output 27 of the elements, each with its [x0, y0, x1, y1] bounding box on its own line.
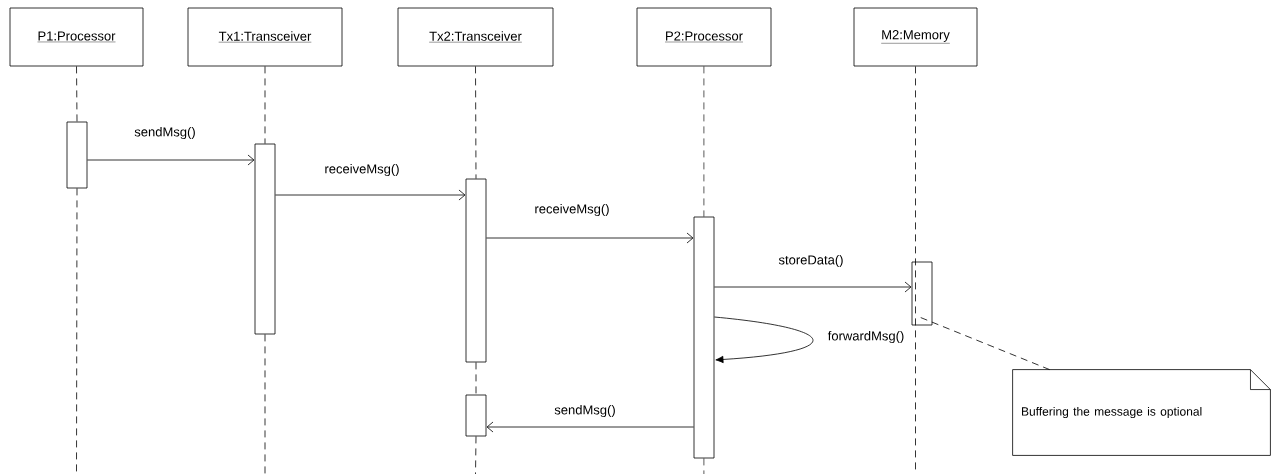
message-arrow	[87, 154, 255, 166]
activation-bar	[911, 261, 933, 326]
activation-bar	[66, 121, 88, 189]
activation-bar	[693, 216, 715, 459]
lifeline-header: M2:Memory	[853, 7, 978, 67]
message-label: receiveMsg()	[533, 202, 611, 218]
lifeline-header: Tx2:Transceiver	[397, 7, 554, 67]
lifeline-header: Tx1:Transceiver	[187, 7, 343, 67]
message-label: receiveMsg()	[323, 162, 401, 178]
message-label: forwardMsg()	[826, 329, 906, 345]
lifeline-header: P1:Processor	[9, 7, 144, 67]
message-label: sendMsg()	[133, 125, 197, 141]
activation-bar	[465, 394, 487, 437]
message-arrow	[486, 421, 694, 433]
message-label: sendMsg()	[553, 403, 617, 419]
activation-bar	[465, 178, 487, 363]
lifeline	[703, 66, 705, 474]
message-label: storeData()	[777, 253, 845, 269]
message-arrow	[486, 232, 694, 244]
message-arrow	[275, 189, 466, 201]
lifeline-header: P2:Processor	[636, 7, 772, 67]
message-arrow	[714, 281, 912, 293]
lifeline	[475, 66, 477, 474]
activation-bar	[254, 143, 276, 335]
self-message-arrow	[714, 316, 814, 364]
lifeline	[264, 66, 266, 474]
note-box: Buffering the message is optional	[1012, 369, 1271, 456]
